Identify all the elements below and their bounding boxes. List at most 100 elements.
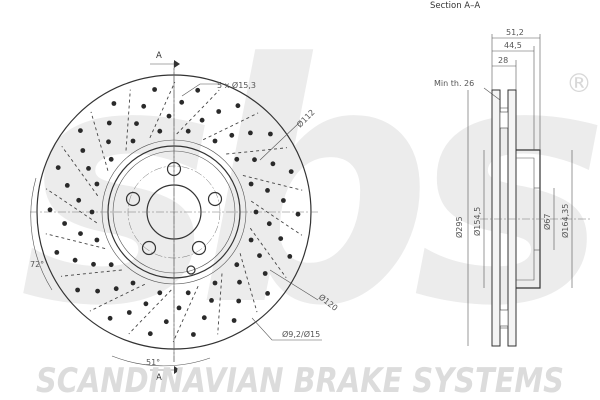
drill-hole xyxy=(126,310,132,315)
drill-hole xyxy=(295,211,301,217)
groove-slot xyxy=(239,253,258,313)
center-bore-label: Ø67 xyxy=(542,214,552,230)
drill-hole xyxy=(47,207,53,213)
drill-hole xyxy=(266,221,272,227)
drill-hole xyxy=(248,181,254,187)
drill-hole xyxy=(265,188,270,193)
groove-slot xyxy=(45,188,98,224)
drill-hole xyxy=(212,280,218,286)
drill-hole xyxy=(141,103,147,109)
plate-outer xyxy=(491,89,501,347)
bore-inner-label: Ø154,5 xyxy=(472,207,482,236)
drill-hole xyxy=(106,120,112,126)
drill-hole xyxy=(55,165,61,171)
drill-hole xyxy=(236,298,242,304)
plate-inner xyxy=(507,89,517,347)
hat-diameter-label: Ø164,35 xyxy=(560,204,570,238)
groove-slot xyxy=(176,89,220,135)
groove-slot xyxy=(242,174,303,191)
drill-label: Ø9,2/Ø15 xyxy=(282,329,320,339)
drill-hole xyxy=(237,279,242,285)
drill-hole xyxy=(235,103,241,109)
drill-hole xyxy=(143,301,149,307)
bolt-hole xyxy=(207,191,223,207)
drill-hole xyxy=(216,109,222,114)
drill-hole xyxy=(278,236,284,242)
drill-hole xyxy=(163,319,169,325)
drill-hole xyxy=(234,156,240,162)
groove-slot xyxy=(128,289,172,335)
drill-hole xyxy=(195,87,201,93)
drill-hole xyxy=(248,130,253,136)
drill-hole xyxy=(80,148,86,153)
leader-hub xyxy=(269,269,319,301)
drill-hole xyxy=(166,113,172,119)
groove-slot xyxy=(226,147,288,155)
drill-hole xyxy=(54,250,60,255)
drill-hole xyxy=(288,169,294,175)
groove-slot xyxy=(125,89,131,151)
section-marker-bottom: A xyxy=(156,373,162,383)
angle-arc-72 xyxy=(30,177,53,291)
drill-hole xyxy=(185,290,191,296)
drill-hole xyxy=(209,298,214,303)
groove-slots xyxy=(45,81,303,343)
drill-hole xyxy=(108,262,114,268)
leader-min-thickness xyxy=(483,87,501,101)
drill-hole xyxy=(95,288,100,294)
angle-51-label: 51° xyxy=(146,358,160,367)
drill-hole xyxy=(253,209,259,215)
groove-slot xyxy=(60,269,122,277)
drill-hole xyxy=(78,231,83,237)
groove-slot xyxy=(217,273,223,335)
outer-diameter-label: Ø295 xyxy=(454,216,464,238)
drill-hole xyxy=(252,157,257,163)
drill-hole xyxy=(134,121,139,126)
bolt-holes-label: 5 x Ø15,3 xyxy=(217,80,256,90)
drill-hole xyxy=(229,132,235,138)
drill-hole xyxy=(113,286,119,292)
bolt-hole xyxy=(141,240,157,256)
groove-slot xyxy=(149,81,176,138)
groove-slot xyxy=(90,111,109,171)
drill-hole xyxy=(234,262,240,268)
drill-hole xyxy=(212,138,218,144)
drill-hole xyxy=(248,237,254,243)
leader-drill xyxy=(251,317,322,341)
drill-hole xyxy=(157,290,163,296)
drill-hole xyxy=(270,161,276,167)
drill-hole xyxy=(76,197,82,203)
drill-hole xyxy=(106,139,111,145)
width-total-label: 51,2 xyxy=(506,28,524,37)
drill-hole xyxy=(176,305,182,311)
drill-hole xyxy=(231,318,237,323)
drill-hole xyxy=(111,101,117,106)
brand-footer-text: SCANDINAVIAN BRAKE SYSTEMS xyxy=(36,361,564,400)
drill-hole xyxy=(199,117,205,123)
drill-holes xyxy=(47,87,301,337)
drill-hole xyxy=(152,87,158,92)
vane xyxy=(499,111,509,129)
drill-hole xyxy=(64,183,70,188)
drill-hole xyxy=(147,331,153,337)
leader-bolt-holes xyxy=(181,83,218,97)
vane xyxy=(499,309,509,327)
drill-hole xyxy=(262,271,268,276)
drill-hole xyxy=(130,280,136,286)
groove-slot xyxy=(250,200,303,236)
angle-72-label: 72° xyxy=(30,260,44,269)
groove-slot xyxy=(89,283,145,312)
drill-hole xyxy=(287,254,293,259)
locating-pin-hole xyxy=(186,265,196,275)
drill-hole xyxy=(257,253,262,258)
section-view: Section A–A 51,2 44,5 28 Min th. 26 xyxy=(430,1,590,347)
section-arrowhead-top xyxy=(174,60,180,68)
min-thickness-label: Min th. 26 xyxy=(434,79,474,88)
angle-arc-51 xyxy=(111,355,211,367)
drill-hole xyxy=(281,198,286,203)
groove-slot xyxy=(249,227,287,278)
drill-hole xyxy=(108,156,114,162)
groove-slot xyxy=(203,112,259,141)
drill-hole xyxy=(75,287,80,293)
